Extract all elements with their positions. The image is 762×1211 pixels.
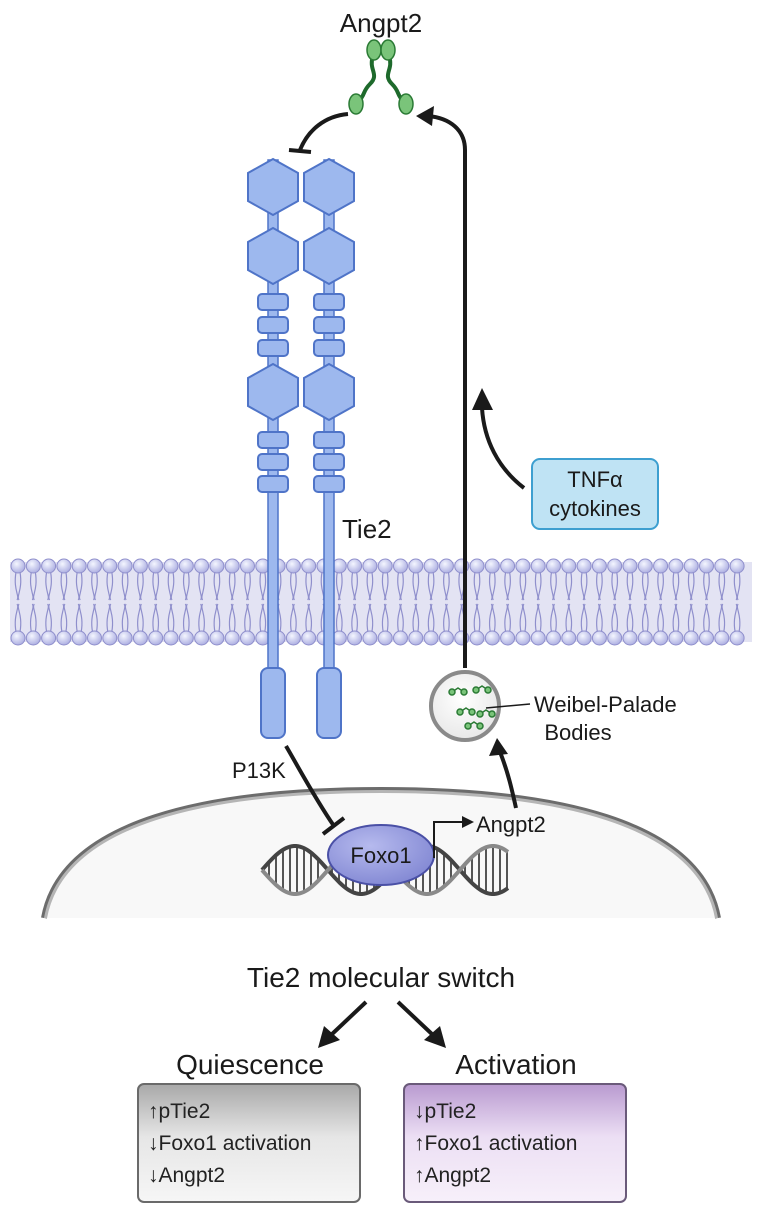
weibel-palade-body	[429, 670, 501, 742]
vesicle-label-line1: Weibel-Palade	[534, 692, 677, 717]
gene-to-vesicle-arrow	[498, 751, 518, 809]
activation-item-2: ↑Foxo1 activation	[414, 1132, 577, 1155]
quiescence-item-2: ↓Foxo1 activation	[148, 1132, 311, 1155]
kinase-label: P13K	[232, 758, 286, 783]
switch-arrow-left	[328, 1000, 368, 1038]
activation-item-3: ↑Angpt2	[414, 1164, 491, 1187]
quiescence-box	[137, 1083, 361, 1203]
angpt2-ligand-icon	[348, 39, 414, 115]
p13k-inhibition-arrow	[284, 744, 336, 828]
ligand-inhibition-arrow	[298, 112, 349, 151]
foxo1-label: Foxo1	[350, 843, 411, 868]
quiescence-item-3: ↓Angpt2	[148, 1164, 225, 1187]
cell-membrane	[10, 558, 752, 646]
transcription-arrow	[433, 821, 462, 858]
quiescence-item-1: ↑pTie2	[148, 1100, 210, 1123]
gene-label: Angpt2	[476, 812, 546, 837]
stimulus-arrow	[480, 407, 526, 490]
switch-title: Tie2 molecular switch	[247, 962, 515, 993]
activation-title: Activation	[455, 1049, 576, 1080]
switch-arrow-right	[396, 1000, 436, 1038]
secretion-arrow	[427, 114, 467, 668]
receptor-label: Tie2	[342, 514, 392, 544]
stimulus-line2: cytokines	[549, 496, 641, 521]
activation-box	[403, 1083, 627, 1203]
tie2-receptor-dimer	[247, 157, 355, 739]
activation-item-1: ↓pTie2	[414, 1100, 476, 1123]
quiescence-title: Quiescence	[176, 1049, 324, 1080]
ligand-label: Angpt2	[340, 8, 422, 38]
tnf-stimulus-box	[531, 458, 659, 530]
stimulus-line1: TNFα	[567, 467, 623, 492]
vesicle-label-line2: Bodies	[544, 720, 611, 745]
